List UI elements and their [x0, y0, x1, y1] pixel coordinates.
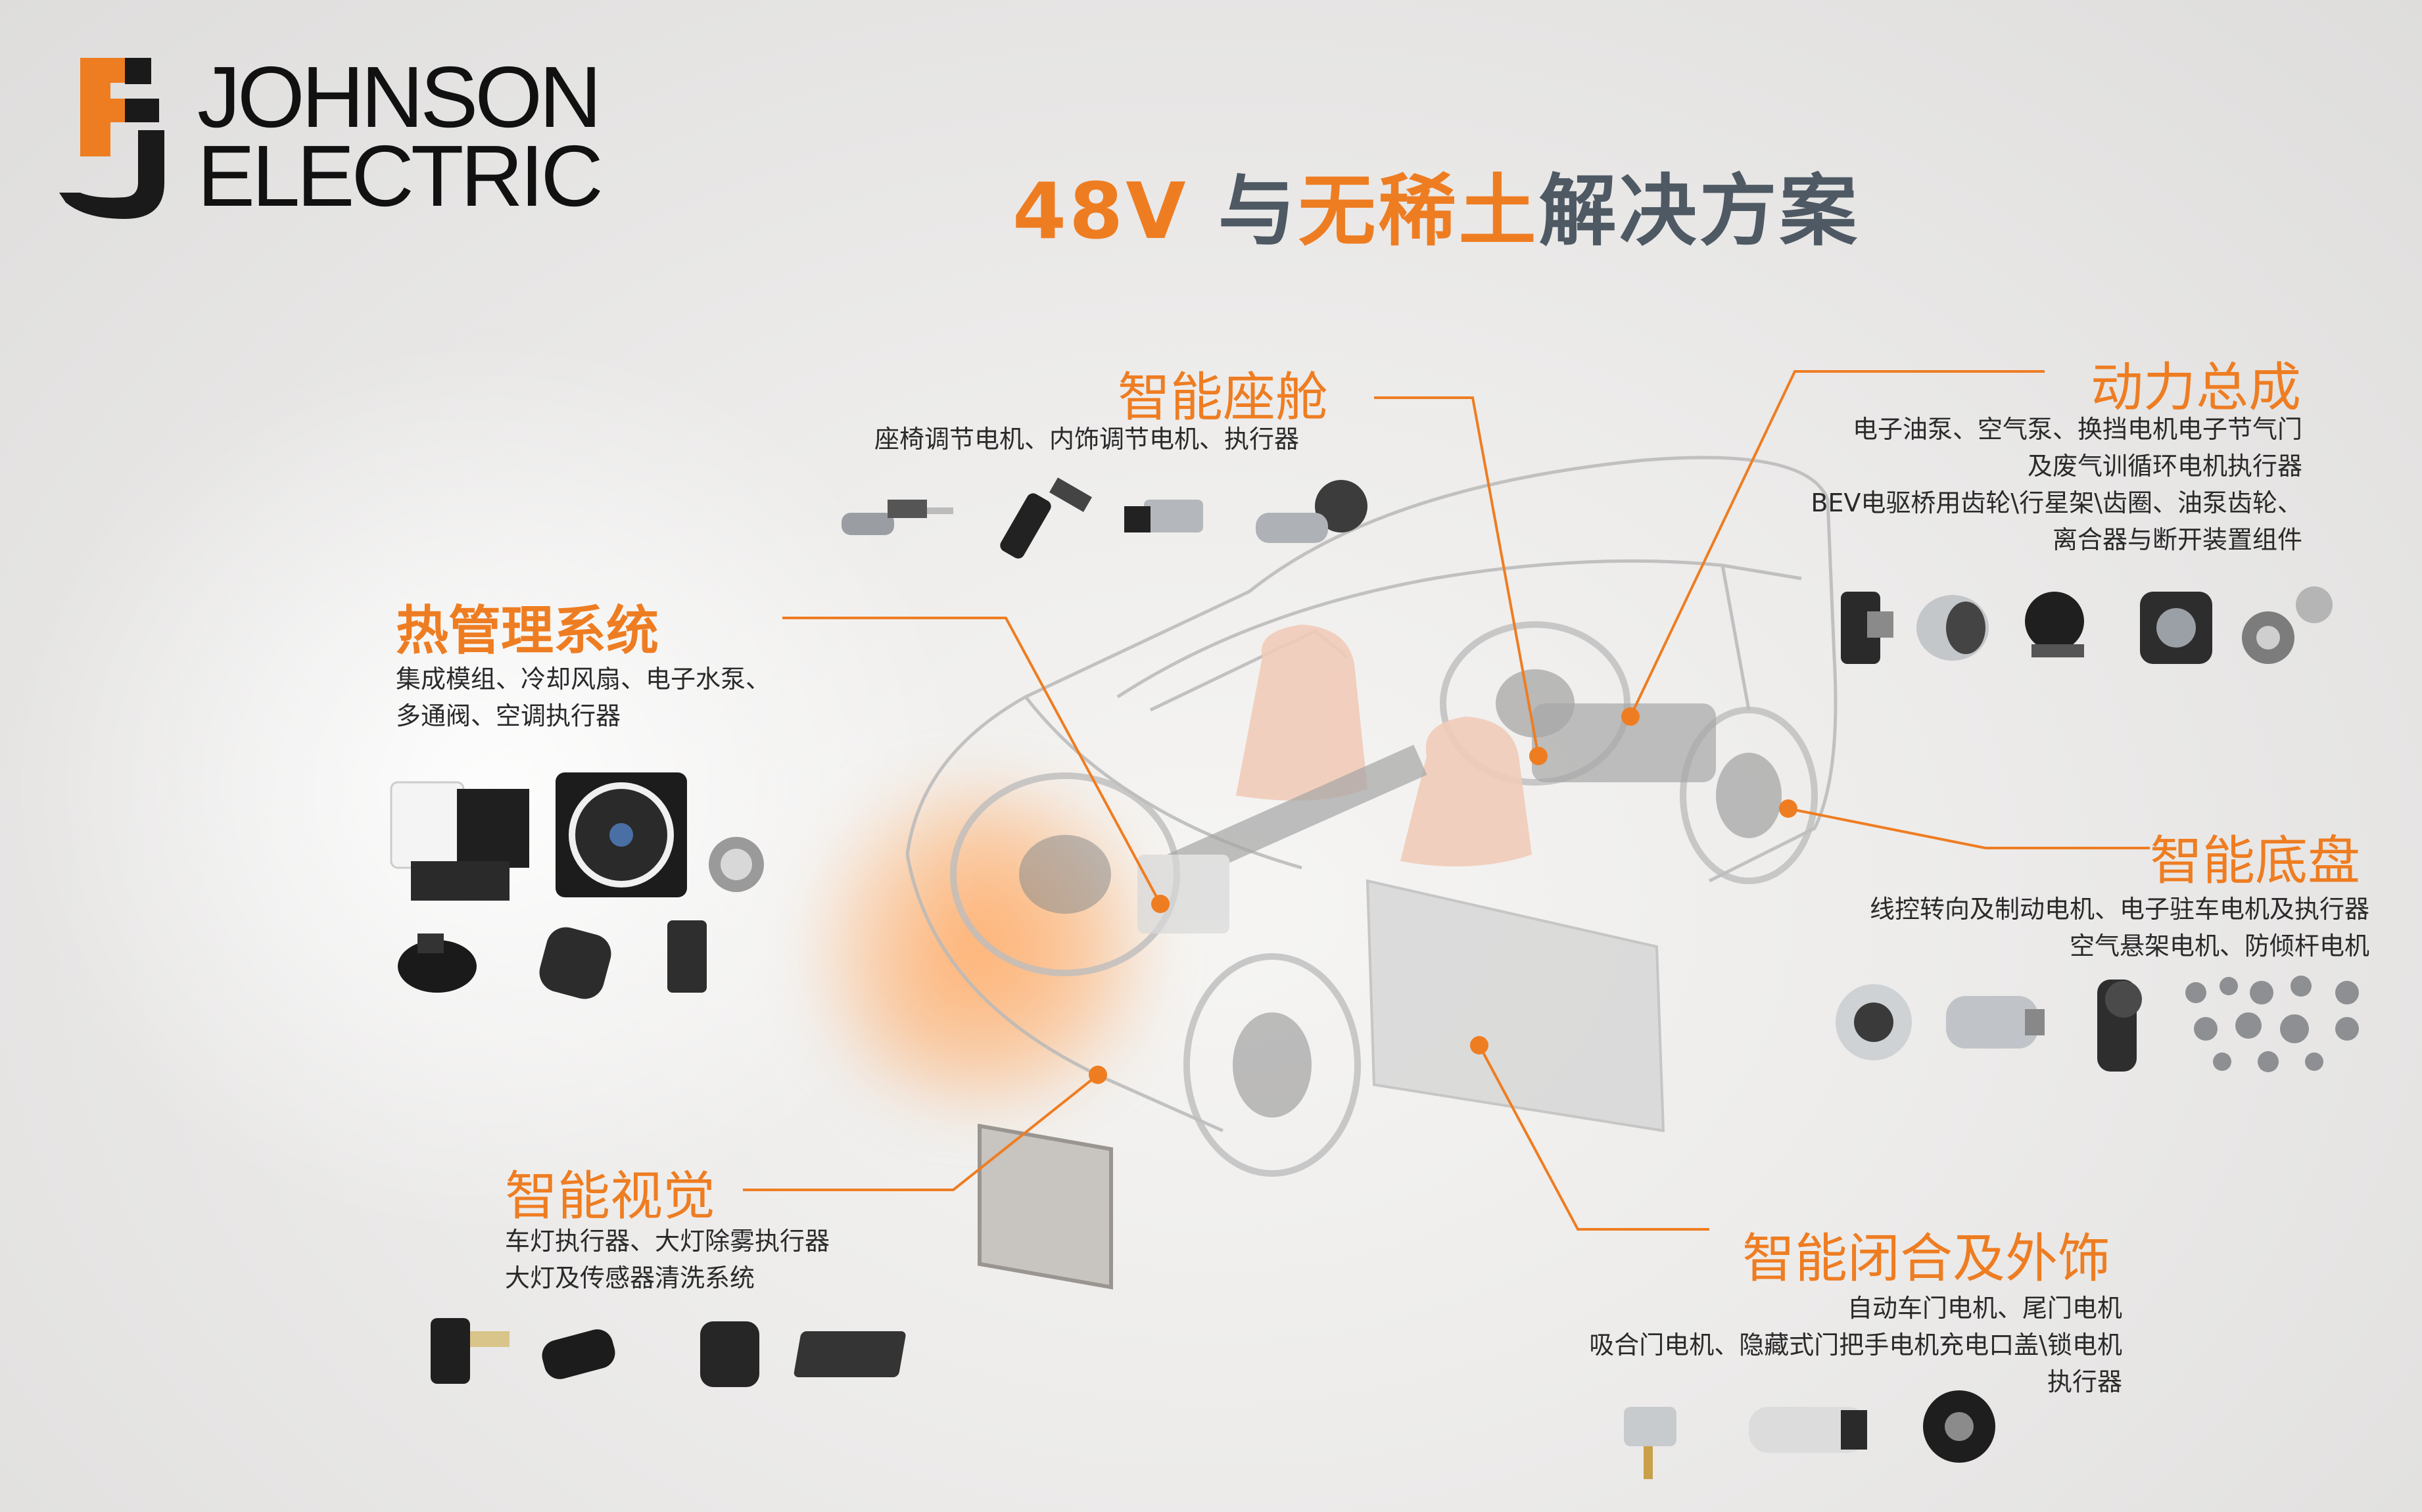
- vision-desc: 车灯执行器、大灯除雾执行器 大灯及传感器清洗系统: [505, 1223, 830, 1296]
- powertrain-line-2: 及废气训循环电机执行器: [2027, 452, 2302, 481]
- vision-components: [431, 1318, 906, 1387]
- page-title: 48V 与无稀土解决方案: [1012, 148, 1860, 260]
- interior-motor-icon: [1124, 500, 1203, 532]
- water-pump-icon: [398, 933, 477, 993]
- cockpit-desc: 座椅调节电机、内饰调节电机、执行器: [874, 421, 1299, 458]
- washer-pump-icon: [542, 1329, 615, 1379]
- tailgate-motor-icon: [1749, 1407, 1867, 1453]
- hvac-actuator-icon: [667, 920, 707, 993]
- cockpit-components: [842, 477, 1367, 559]
- shift-motor-icon: [2025, 592, 2084, 657]
- integrated-module-icon: [390, 781, 529, 901]
- powder-metal-parts-icon: [2185, 976, 2359, 1072]
- title-yu: 与: [1218, 166, 1298, 256]
- thermal-title: 热管理系统: [396, 600, 659, 661]
- johnson-electric-logo-icon: [59, 58, 164, 219]
- gear-motor-icon: [1256, 480, 1367, 543]
- powertrain-desc: 电子油泵、空气泵、换挡电机电子节气门 及废气训循环电机执行器 BEV电驱桥用齿轮…: [1811, 411, 2302, 558]
- multi-way-valve-icon: [539, 927, 611, 999]
- brake-motor-icon: [1946, 996, 2045, 1049]
- title-48v: 48V: [1012, 166, 1189, 256]
- parking-brake-icon: [2097, 980, 2142, 1072]
- chassis-line-2: 空气悬架电机、防倾杆电机: [2069, 932, 2369, 960]
- cleaning-module-icon: [794, 1331, 906, 1377]
- closure-components: [1624, 1390, 1995, 1479]
- thermal-desc: 集成模组、冷却风扇、电子水泵、 多通阀、空调执行器: [396, 661, 771, 734]
- thermal-components: [390, 772, 764, 999]
- closure-line-2: 吸合门电机、隐藏式门把手电机充电口盖\锁电机: [1589, 1331, 2122, 1359]
- oil-pump-icon: [1841, 592, 1893, 664]
- title-rare-earth-free: 无稀土: [1298, 166, 1539, 256]
- powertrain-line-3: BEV电驱桥用齿轮\行星架\齿圈、油泵齿轮、: [1811, 488, 2302, 517]
- latch-motor-icon: [1923, 1390, 1995, 1463]
- closure-line-3: 执行器: [2047, 1367, 2122, 1396]
- throttle-icon: [2140, 592, 2212, 664]
- closure-line-1: 自动车门电机、尾门电机: [1847, 1294, 2122, 1323]
- powertrain-components: [1841, 586, 2333, 664]
- thermal-line-1: 集成模组、冷却风扇、电子水泵、: [396, 665, 771, 694]
- closure-desc: 自动车门电机、尾门电机 吸合门电机、隐藏式门把手电机充电口盖\锁电机 执行器: [1589, 1290, 2122, 1400]
- door-motor-icon: [1624, 1407, 1676, 1479]
- powertrain-line-1: 电子油泵、空气泵、换挡电机电子节气门: [1852, 415, 2302, 444]
- vision-line-2: 大灯及传感器清洗系统: [505, 1264, 755, 1292]
- spindle-actuator-icon: [1000, 477, 1092, 559]
- headlamp-actuator-icon: [431, 1318, 510, 1384]
- seat-motor-icon: [842, 500, 953, 535]
- chassis-components: [1836, 976, 2359, 1072]
- chassis-title: 智能底盘: [2150, 830, 2360, 891]
- air-pump-icon: [1916, 595, 1989, 661]
- chassis-desc: 线控转向及制动电机、电子驻车电机及执行器 空气悬架电机、防倾杆电机: [1870, 891, 2369, 964]
- steering-motor-icon: [1836, 984, 1912, 1060]
- thermal-line-2: 多通阀、空调执行器: [396, 701, 621, 730]
- powertrain-line-4: 离合器与断开装置组件: [2052, 525, 2302, 554]
- vision-line-1: 车灯执行器、大灯除雾执行器: [505, 1227, 830, 1256]
- defog-actuator-icon: [700, 1321, 759, 1387]
- chassis-line-1: 线控转向及制动电机、电子驻车电机及执行器: [1869, 895, 2369, 924]
- vision-title: 智能视觉: [505, 1166, 715, 1227]
- cockpit-title: 智能座舱: [1118, 367, 1328, 428]
- brand-line1: JOHNSON: [197, 49, 602, 145]
- title-solution: 解决方案: [1538, 166, 1860, 256]
- cockpit-line-1: 座椅调节电机、内饰调节电机、执行器: [874, 425, 1300, 454]
- cooling-fan-icon: [556, 772, 687, 897]
- brand-logo: [59, 58, 178, 222]
- brand-line2: ELECTRIC: [197, 128, 604, 224]
- powertrain-title: 动力总成: [2091, 357, 2301, 418]
- blower-motor-icon: [709, 837, 764, 892]
- gear-set-icon: [2242, 586, 2333, 664]
- closure-title: 智能闭合及外饰: [1742, 1228, 2110, 1289]
